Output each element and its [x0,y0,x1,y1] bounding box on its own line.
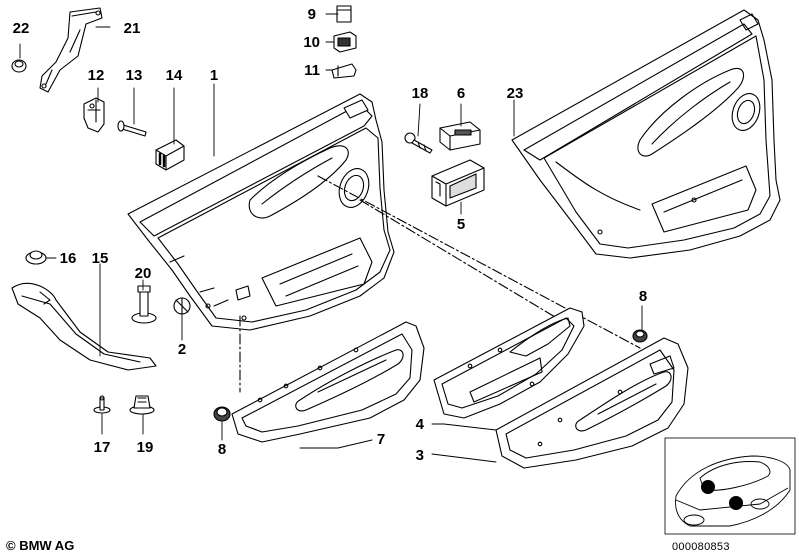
callout-8-right: 8 [639,288,647,305]
callout-17: 17 [94,439,111,456]
callout-21: 21 [124,20,141,37]
door-panel-23-part [511,9,781,259]
callout-19: 19 [137,439,154,456]
callout-16: 16 [60,250,77,267]
callout-1: 1 [210,67,218,84]
callout-7: 7 [377,431,385,448]
housing-5-part [431,159,485,207]
seal-15-part [11,282,157,371]
screw-20-part [131,285,157,324]
trim-panel-3-part [495,337,689,469]
callout-3: 3 [416,447,424,464]
callout-8-left: 8 [218,441,226,458]
leader-lines [19,13,643,463]
hinge-12-part [83,97,105,133]
drawing-number: 000080853 [672,541,730,553]
car-location-inset [664,437,796,535]
callout-10: 10 [303,34,320,51]
plug-8-left-part [213,406,231,422]
door-location-marker-front [701,480,715,494]
callout-13: 13 [126,67,143,84]
armrest-carrier-4-part [433,307,585,419]
clip-19-part [129,395,155,415]
callout-22: 22 [13,20,30,37]
trim-panel-7-part [231,321,425,443]
copyright-brand: © BMW AG [6,538,75,553]
clip-2-part [173,297,191,315]
grommet-22-part [11,59,27,73]
callout-14: 14 [166,67,183,84]
callout-12: 12 [88,67,105,84]
bracket-21-part [39,7,103,93]
callout-18: 18 [412,85,429,102]
door-panel-1-part [127,93,395,331]
stud-17-part [93,395,111,414]
plug-8-right-part [632,329,648,343]
callout-2: 2 [178,341,186,358]
screw-18-part [404,132,433,154]
switch-10-part [333,31,357,53]
callout-5: 5 [457,216,465,233]
callout-11: 11 [304,62,320,79]
callout-20: 20 [135,265,152,282]
callout-numbers: 22 21 12 13 14 1 9 10 11 18 6 23 5 16 15… [13,6,648,464]
callout-4: 4 [416,416,425,433]
assembly-lines [239,175,641,393]
callout-6: 6 [457,85,465,102]
clip-11-part [331,63,357,79]
pin-13-part [117,120,147,137]
callout-9: 9 [308,6,316,23]
clip-14-part [155,139,185,171]
grommet-16-part [25,250,47,265]
callout-15: 15 [92,250,109,267]
callout-23: 23 [507,85,524,102]
switch-6-part [439,121,481,151]
door-location-marker-rear [729,496,743,510]
cap-9-part [336,5,352,23]
